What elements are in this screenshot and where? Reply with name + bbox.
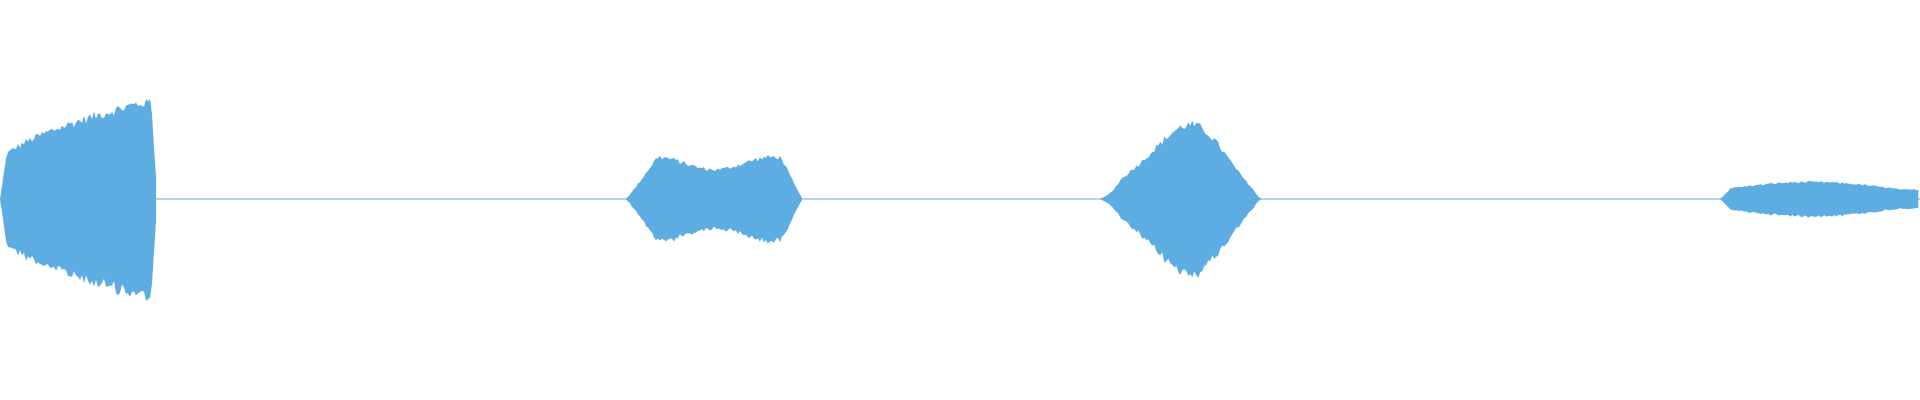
waveform-burst-2 — [625, 154, 802, 244]
waveform-burst-4 — [1720, 181, 1919, 218]
waveform-burst-1 — [0, 99, 156, 301]
waveform-bursts — [0, 99, 1919, 301]
waveform-burst-3 — [1096, 120, 1263, 278]
